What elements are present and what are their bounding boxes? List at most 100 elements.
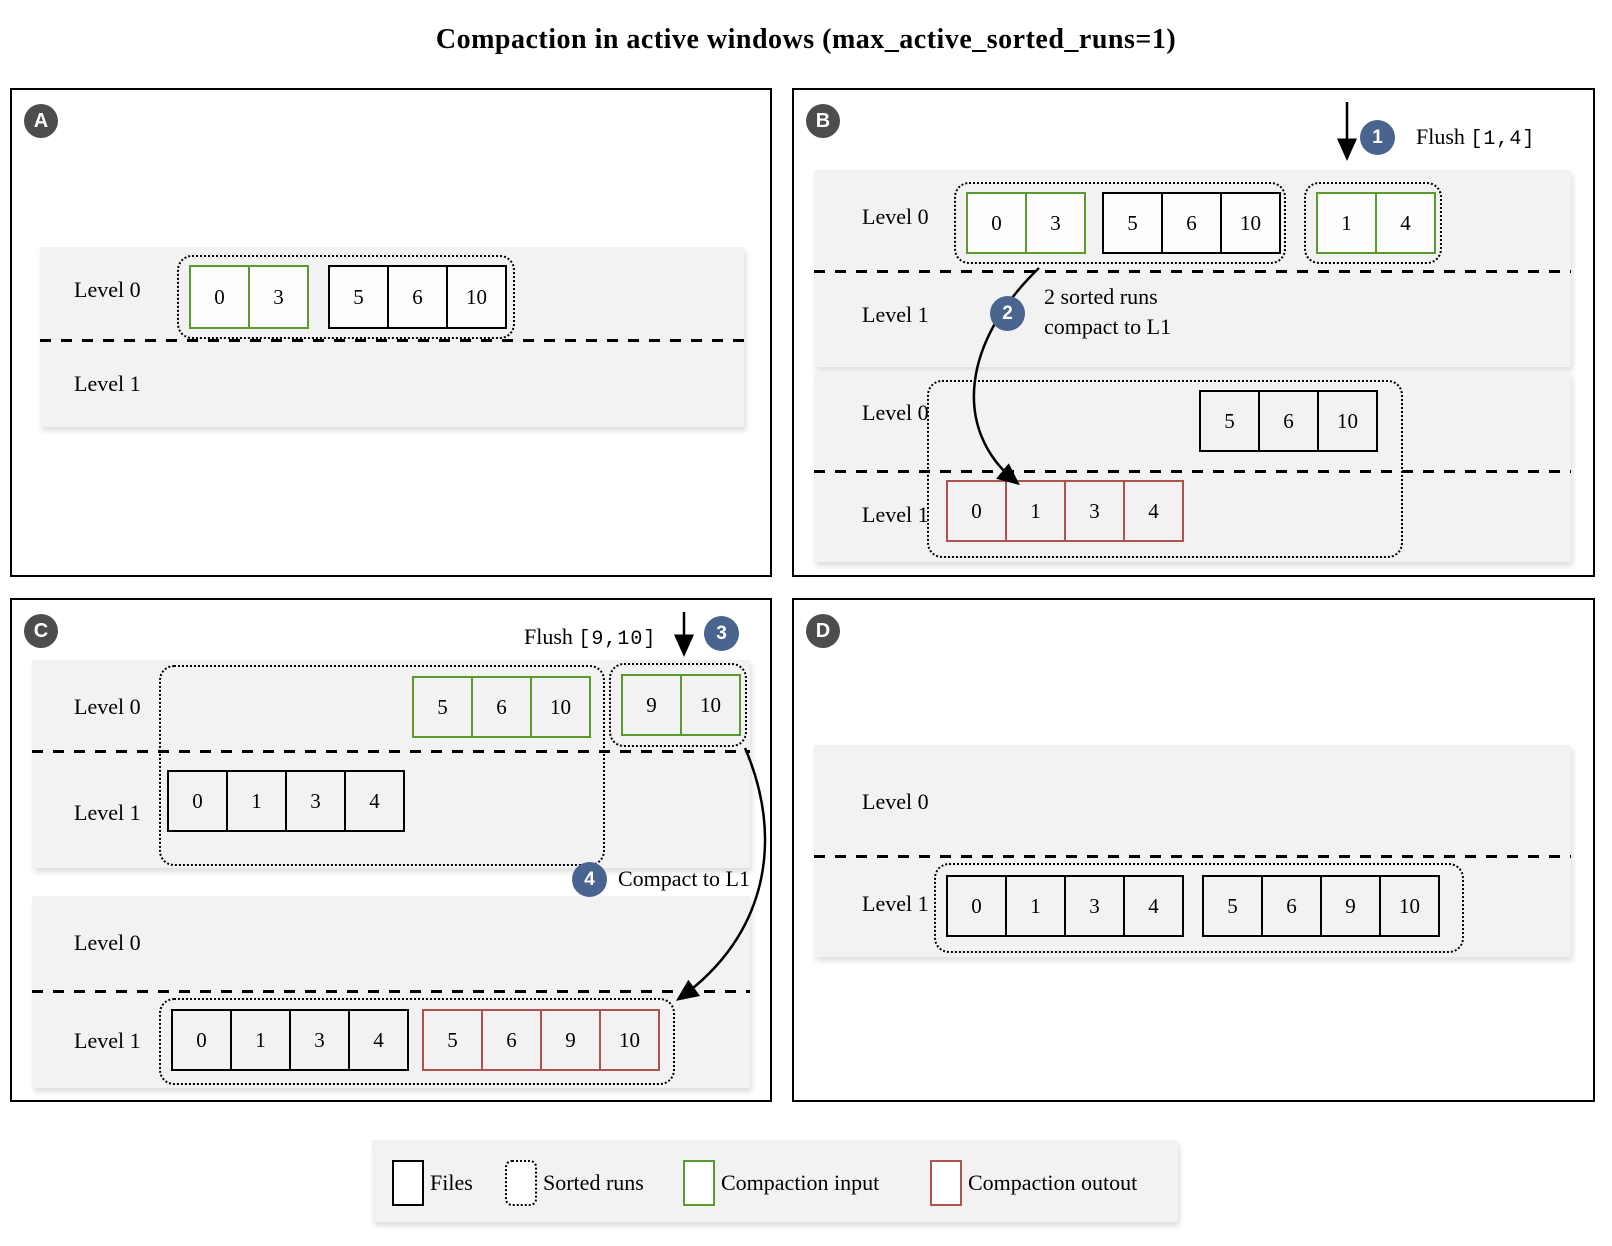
run-compaction-input: 0 3 — [189, 265, 309, 329]
file-cell: 10 — [1379, 877, 1438, 935]
file-cell: 5 — [1127, 210, 1138, 235]
level0-label: Level 0 — [862, 400, 929, 425]
file-cell: 5 — [1224, 408, 1235, 433]
run-files: 0 1 3 4 — [946, 875, 1184, 937]
run-files: 0 1 3 4 — [167, 770, 405, 832]
run-files: 5 6 9 10 — [1202, 875, 1440, 937]
legend-item-files: Files — [392, 1160, 473, 1206]
file-cell: 10 — [680, 676, 739, 734]
file-cell: 0 — [991, 210, 1002, 235]
run-compaction-input: 5 6 10 — [412, 676, 591, 738]
panel-badge-a: A — [24, 104, 58, 138]
compact-annotation: Compact to L1 — [618, 866, 750, 891]
file-cell: 1 — [1005, 482, 1064, 540]
lsm-block-b2: Level 0 5 6 10 Level 1 0 1 3 4 — [814, 372, 1571, 562]
file-cell: 10 — [446, 267, 505, 327]
file-cell: 5 — [437, 694, 448, 719]
file-cell: 3 — [1025, 194, 1084, 252]
panel-badge-d: D — [806, 614, 840, 648]
flush-range: [1,4] — [1470, 128, 1536, 151]
step-badge-1: 1 — [1360, 120, 1395, 155]
run-files: 5 6 10 — [328, 265, 507, 329]
file-cell: 0 — [971, 498, 982, 523]
diagram-title: Compaction in active windows (max_active… — [435, 24, 1177, 55]
panel-c: C Flush [9,10] 3 Level 0 5 6 10 — [10, 598, 772, 1102]
legend-label-compaction-output: Compaction outout — [968, 1170, 1138, 1195]
step-badge-4: 4 — [572, 862, 607, 897]
run-compaction-output: 0 1 3 4 — [946, 480, 1184, 542]
panel-badge-b: B — [806, 104, 840, 138]
file-cell: 9 — [540, 1011, 599, 1069]
sorted-run-container — [934, 863, 1464, 953]
step-badge-2: 2 — [990, 296, 1025, 331]
file-cell: 4 — [344, 772, 403, 830]
run-compaction-input: 9 10 — [621, 674, 741, 736]
file-cell: 3 — [289, 1011, 348, 1069]
flush-text: Flush — [524, 624, 573, 649]
level0-label: Level 0 — [862, 204, 929, 229]
sorted-run-container — [927, 380, 1403, 558]
level-divider — [32, 990, 750, 993]
level1-label: Level 1 — [862, 302, 929, 327]
compaction-input-swatch — [683, 1160, 715, 1206]
panel-badge-c: C — [24, 614, 58, 648]
legend-item-sorted-runs: Sorted runs — [505, 1160, 644, 1206]
compaction-output-swatch — [930, 1160, 962, 1206]
lsm-block-a1: Level 0 Level 1 0 3 5 6 10 — [40, 247, 744, 427]
legend-label-sorted-runs: Sorted runs — [543, 1170, 644, 1195]
lsm-block-b1: Level 0 0 3 5 6 10 1 4 Level 1 2 2 sorte… — [814, 170, 1571, 367]
panel-d: D Level 0 Level 1 0 1 3 4 5 6 9 10 — [792, 598, 1595, 1102]
file-cell: 10 — [1220, 194, 1279, 252]
lsm-block-d1: Level 0 Level 1 0 1 3 4 5 6 9 10 — [814, 745, 1571, 957]
panel-b: B 1 Flush [1,4] Level 0 0 3 5 — [792, 88, 1595, 577]
file-cell: 6 — [471, 678, 530, 736]
level0-label: Level 0 — [74, 277, 141, 302]
file-cell: 10 — [1317, 392, 1376, 450]
flush-annotation: Flush [9,10] — [524, 624, 656, 651]
sorted-run-container — [954, 182, 1286, 264]
level-divider — [814, 855, 1571, 858]
file-cell: 5 — [447, 1027, 458, 1052]
sorted-run-container — [159, 665, 605, 866]
file-cell: 10 — [599, 1011, 658, 1069]
legend-label-compaction-input: Compaction input — [721, 1170, 880, 1195]
file-cell: 1 — [1005, 877, 1064, 935]
file-cell: 10 — [530, 678, 589, 736]
run-files: 5 6 10 — [1199, 390, 1378, 452]
run-compaction-input: 1 4 — [1316, 192, 1436, 254]
file-cell: 1 — [230, 1011, 289, 1069]
file-cell: 3 — [248, 267, 307, 327]
legend-item-compaction-input: Compaction input — [683, 1160, 879, 1206]
run-files: 0 1 3 4 — [171, 1009, 409, 1071]
file-cell: 0 — [192, 788, 203, 813]
files-swatch — [392, 1160, 424, 1206]
compact-annotation: 2 sorted runs compact to L1 — [1044, 282, 1171, 342]
file-cell: 1 — [1341, 210, 1352, 235]
sorted-run-container — [1304, 182, 1442, 264]
file-cell: 4 — [348, 1011, 407, 1069]
annotation-line2: compact to L1 — [1044, 314, 1172, 339]
level1-label: Level 1 — [862, 891, 929, 916]
level1-label: Level 1 — [862, 502, 929, 527]
file-cell: 0 — [214, 284, 225, 309]
level0-label: Level 0 — [74, 694, 141, 719]
level1-label: Level 1 — [74, 800, 141, 825]
step-badge-3: 3 — [704, 616, 739, 651]
run-files: 5 6 10 — [1102, 192, 1281, 254]
file-cell: 1 — [226, 772, 285, 830]
file-cell: 5 — [353, 284, 364, 309]
file-cell: 3 — [1064, 482, 1123, 540]
annotation-line1: 2 sorted runs — [1044, 284, 1158, 309]
level0-label: Level 0 — [74, 930, 141, 955]
file-cell: 6 — [1161, 194, 1220, 252]
legend: Files Sorted runs Compaction input Compa… — [372, 1140, 1178, 1222]
panel-a: A Level 0 Level 1 0 3 5 6 10 — [10, 88, 772, 577]
level1-label: Level 1 — [74, 1028, 141, 1053]
file-cell: 6 — [481, 1011, 540, 1069]
sorted-runs-swatch — [505, 1160, 537, 1206]
lsm-block-c2: Level 0 Level 1 0 1 3 4 5 6 9 10 — [32, 896, 750, 1088]
file-cell: 0 — [196, 1027, 207, 1052]
run-compaction-output: 5 6 9 10 — [422, 1009, 660, 1071]
file-cell: 3 — [285, 772, 344, 830]
